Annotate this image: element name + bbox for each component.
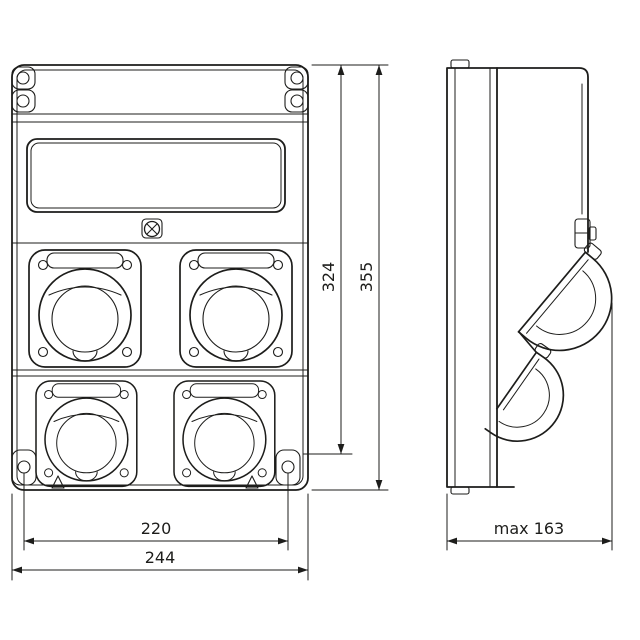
drawing-artwork: 324 355 220 244 max 163	[11, 59, 613, 581]
mounting-hole	[290, 71, 304, 85]
arrowhead	[278, 537, 288, 545]
dim-label-width-inner: 220	[141, 519, 172, 538]
mounting-hole	[290, 94, 304, 108]
socket-outlet-top-left	[28, 249, 142, 368]
socket-outlet-bottom-right	[173, 380, 276, 488]
screw-head	[143, 220, 161, 238]
label-window	[26, 138, 286, 213]
socket-outlet-bottom-left	[35, 380, 138, 488]
mounting-hole	[281, 460, 295, 474]
gland-triangle-mark	[51, 475, 65, 489]
enclosure-inner-line	[16, 69, 304, 486]
enclosure-outline	[11, 64, 309, 491]
socket-outlet-top-right	[179, 249, 293, 368]
side-top-mounting-tab	[450, 59, 470, 69]
screw-bracket	[141, 218, 163, 239]
gland-triangle-mark	[245, 475, 259, 489]
mounting-tab-top-right	[284, 66, 309, 113]
dimensions: 324 355 220 244 max 163	[11, 64, 613, 581]
side-bottom-mounting-tab	[450, 486, 470, 495]
arrowhead	[602, 537, 612, 545]
dim-label-depth-max: max 163	[494, 519, 564, 538]
hood-dome	[484, 351, 565, 443]
hood-flange-inner	[502, 358, 540, 411]
dim-label-width-outer: 244	[145, 548, 176, 567]
tab-outline	[11, 66, 36, 90]
tab-outline	[11, 89, 36, 113]
cover-screw	[141, 218, 163, 239]
mounting-tab-top-left	[11, 66, 36, 113]
dimension-arrowheads	[12, 65, 612, 574]
hood-dome	[517, 251, 613, 352]
arrowhead	[298, 566, 308, 574]
dim-label-height-inner: 324	[319, 262, 338, 293]
front-view	[11, 64, 309, 491]
hood-step-line	[518, 331, 537, 353]
mounting-hole	[17, 460, 31, 474]
hood-flange	[517, 251, 587, 333]
side-latch	[574, 218, 597, 249]
hood-dome-inner	[536, 270, 597, 335]
arrowhead	[447, 537, 457, 545]
tab-outline	[284, 89, 309, 113]
side-lower-socket-hood	[484, 343, 565, 443]
screw-slot	[146, 223, 158, 235]
arrowhead	[375, 480, 383, 490]
mounting-hole	[16, 71, 30, 85]
arrowhead	[24, 537, 34, 545]
hood-dome-inner	[498, 368, 550, 428]
mounting-hole	[16, 94, 30, 108]
label-window-inner	[30, 142, 282, 209]
hood-flange	[495, 351, 538, 410]
arrowhead	[337, 444, 345, 454]
arrowhead	[375, 65, 383, 75]
side-view	[446, 59, 613, 495]
hood-flange-inner	[526, 259, 589, 334]
tab-outline	[284, 66, 309, 90]
arrowhead	[12, 566, 22, 574]
side-upper-socket-hood	[517, 242, 613, 352]
arrowhead	[337, 65, 345, 75]
dim-label-height-outer: 355	[357, 262, 376, 293]
side-cover-outline	[496, 67, 589, 253]
